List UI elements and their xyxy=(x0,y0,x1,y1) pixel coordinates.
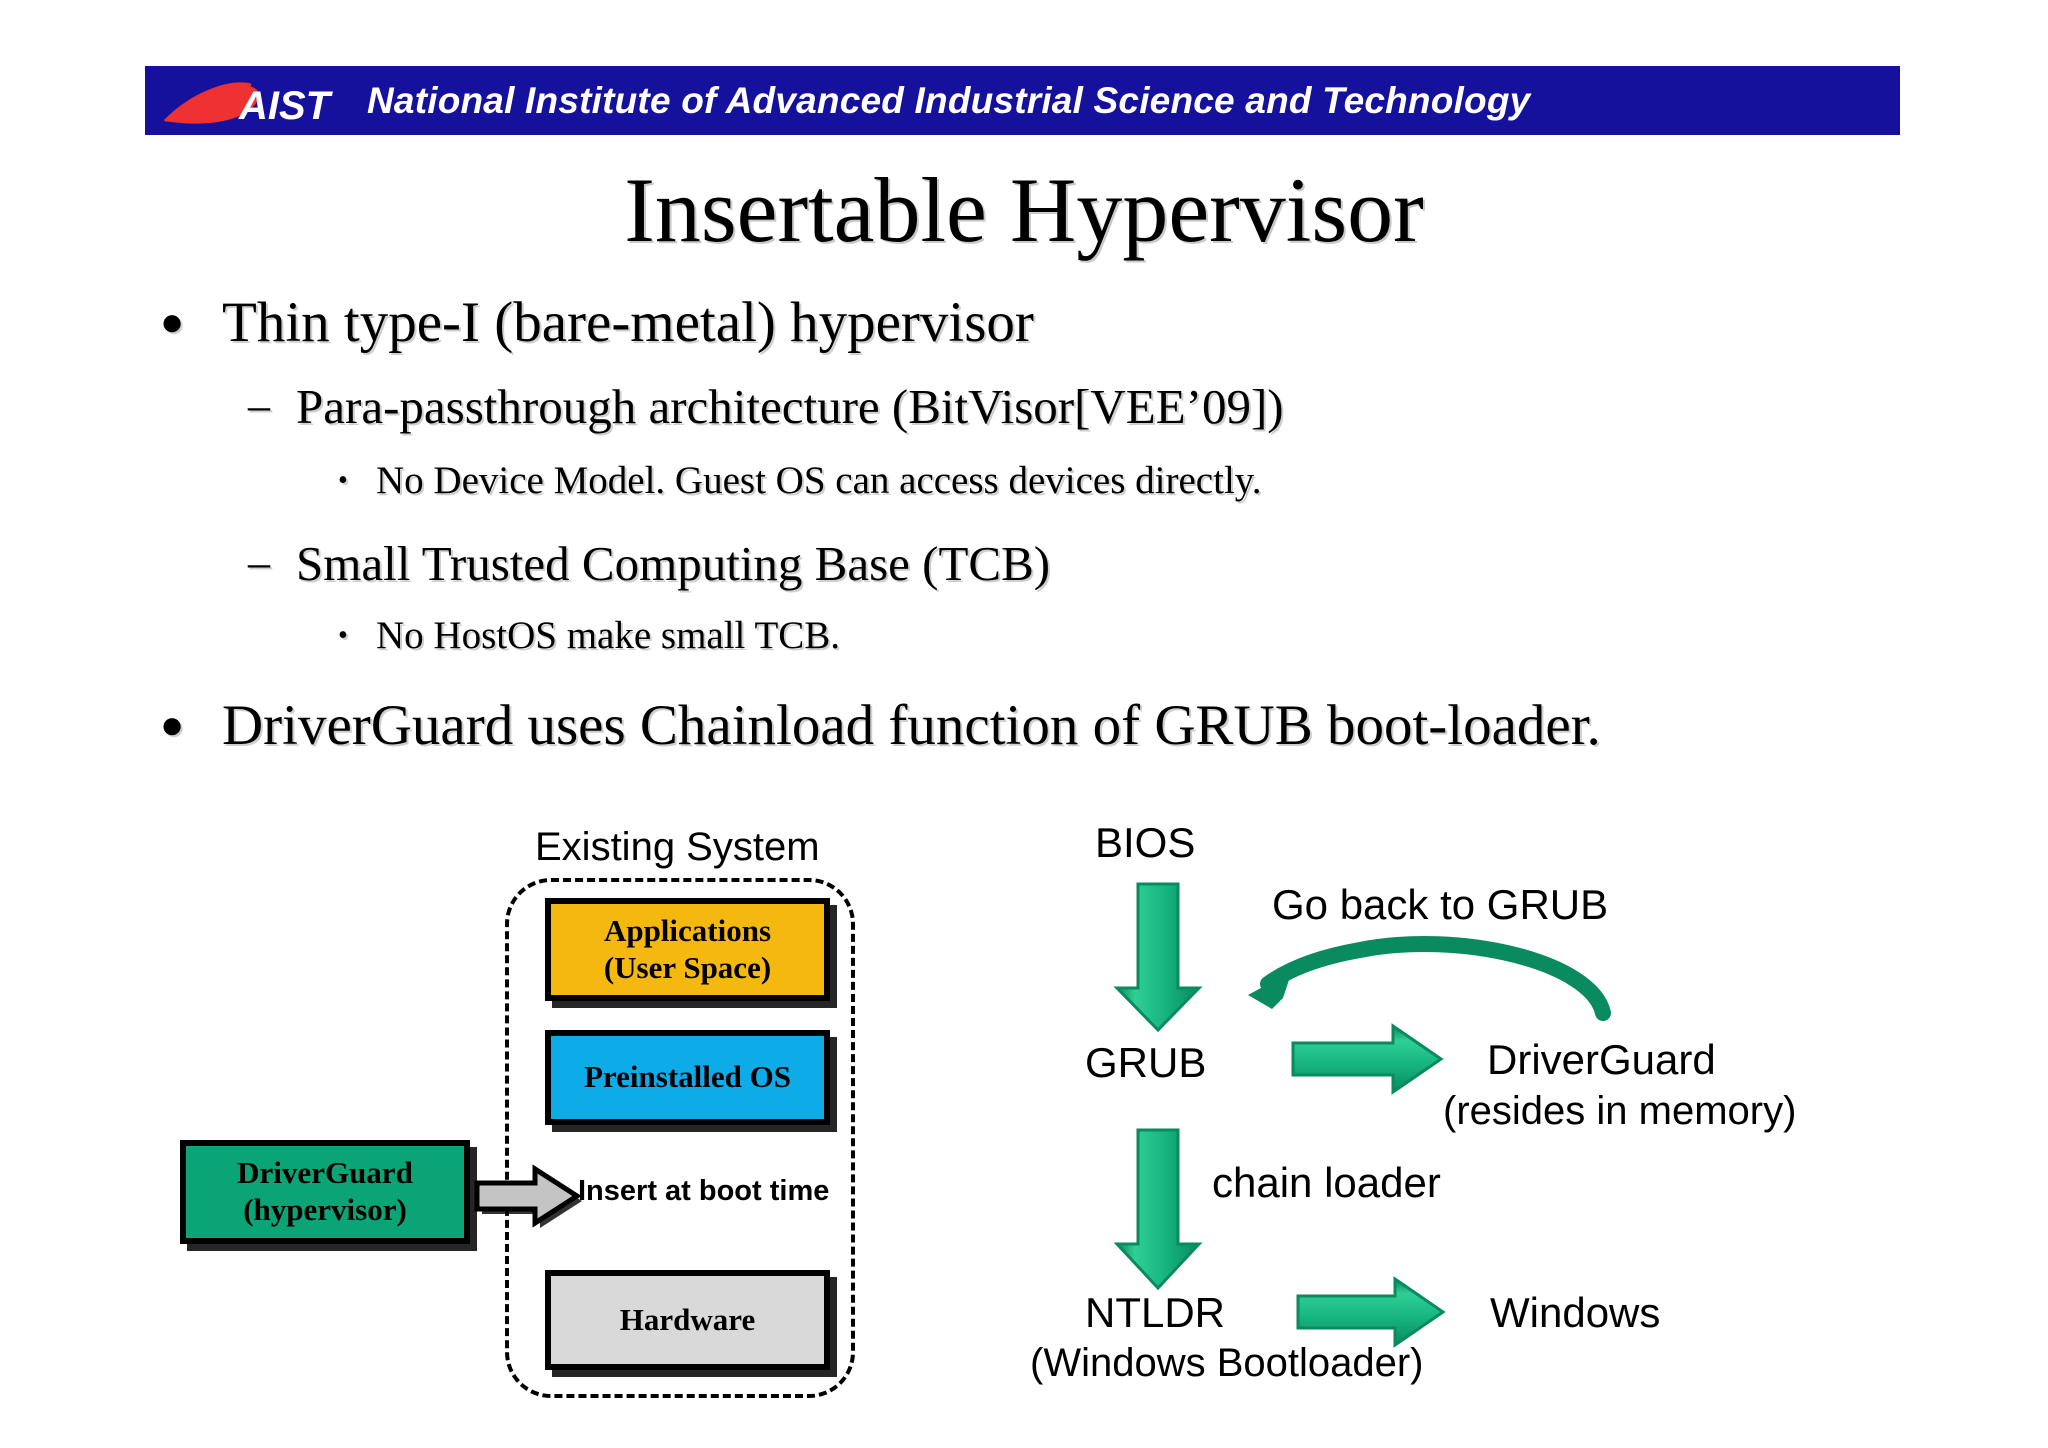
box-applications: Applications (User Space) xyxy=(545,898,830,1001)
bullet-text: Para-passthrough architecture (BitVisor[… xyxy=(296,379,1284,434)
bullet-marker: • xyxy=(338,620,348,651)
box-driverguard-line1: DriverGuard xyxy=(237,1155,413,1191)
flow-node-windows: Windows xyxy=(1490,1289,1661,1336)
bullet-marker: ● xyxy=(160,702,185,747)
flow-label-go-back-to-grub: Go back to GRUB xyxy=(1272,881,1609,928)
bullet-item-5: • No HostOS make small TCB. xyxy=(338,613,840,659)
box-applications-line2: (User Space) xyxy=(603,949,772,985)
existing-system-boundary xyxy=(505,878,855,1398)
box-applications-line1: Applications xyxy=(603,912,772,948)
bullet-text: No HostOS make small TCB. xyxy=(376,614,841,657)
institute-name: National Institute of Advanced Industria… xyxy=(367,79,1531,121)
bullet-marker: • xyxy=(338,465,348,496)
aist-logo-icon: AIST xyxy=(163,75,333,127)
box-hardware: Hardware xyxy=(545,1270,830,1370)
bullet-marker: – xyxy=(248,538,270,587)
box-driverguard-hypervisor: DriverGuard (hypervisor) xyxy=(180,1140,470,1244)
bullet-text: Thin type-I (bare-metal) hypervisor xyxy=(222,291,1034,354)
arrow-grub-to-ntldr xyxy=(1113,1128,1203,1291)
flow-node-ntldr: NTLDR xyxy=(1085,1289,1226,1336)
flow-node-driverguard-sublabel: (resides in memory) xyxy=(1443,1089,1797,1133)
bullet-marker: – xyxy=(248,381,270,430)
arrow-ntldr-to-windows xyxy=(1296,1276,1446,1348)
box-preinstalled-os-label: Preinstalled OS xyxy=(584,1059,791,1095)
bullet-text: No Device Model. Guest OS can access dev… xyxy=(376,459,1262,502)
bullet-marker: ● xyxy=(160,299,185,344)
arrow-grub-to-driverguard xyxy=(1291,1023,1444,1095)
aist-header-banner: AIST National Institute of Advanced Indu… xyxy=(145,66,1900,135)
bullet-item-1: ● Thin type-I (bare-metal) hypervisor xyxy=(160,290,1034,355)
flow-node-bios: BIOS xyxy=(1095,819,1196,866)
flow-label-chain-loader: chain loader xyxy=(1212,1159,1441,1206)
insert-at-boot-time-label: Insert at boot time xyxy=(578,1175,830,1207)
arrow-go-back-to-grub xyxy=(1248,936,1611,1021)
existing-system-label: Existing System xyxy=(535,825,820,869)
arrow-bios-to-grub xyxy=(1113,882,1203,1033)
flow-node-ntldr-sublabel: (Windows Bootloader) xyxy=(1030,1341,1424,1385)
bullet-text: Small Trusted Computing Base (TCB) xyxy=(296,536,1051,591)
bullet-text: DriverGuard uses Chainload function of G… xyxy=(222,694,1601,757)
flow-node-driverguard: DriverGuard xyxy=(1487,1036,1716,1083)
svg-text:AIST: AIST xyxy=(238,84,333,127)
box-hardware-label: Hardware xyxy=(619,1301,756,1337)
page-title: Insertable Hypervisor xyxy=(624,159,1424,261)
flow-node-grub: GRUB xyxy=(1085,1039,1207,1086)
bullet-item-6: ● DriverGuard uses Chainload function of … xyxy=(160,693,1601,758)
bullet-item-4: –Small Trusted Computing Base (TCB) xyxy=(248,535,1050,592)
box-preinstalled-os: Preinstalled OS xyxy=(545,1030,830,1125)
insert-arrow-icon xyxy=(473,1160,583,1232)
bullet-item-3: • No Device Model. Guest OS can access de… xyxy=(338,458,1262,504)
bullet-item-2: –Para-passthrough architecture (BitVisor… xyxy=(248,378,1284,435)
box-driverguard-line2: (hypervisor) xyxy=(243,1192,407,1227)
